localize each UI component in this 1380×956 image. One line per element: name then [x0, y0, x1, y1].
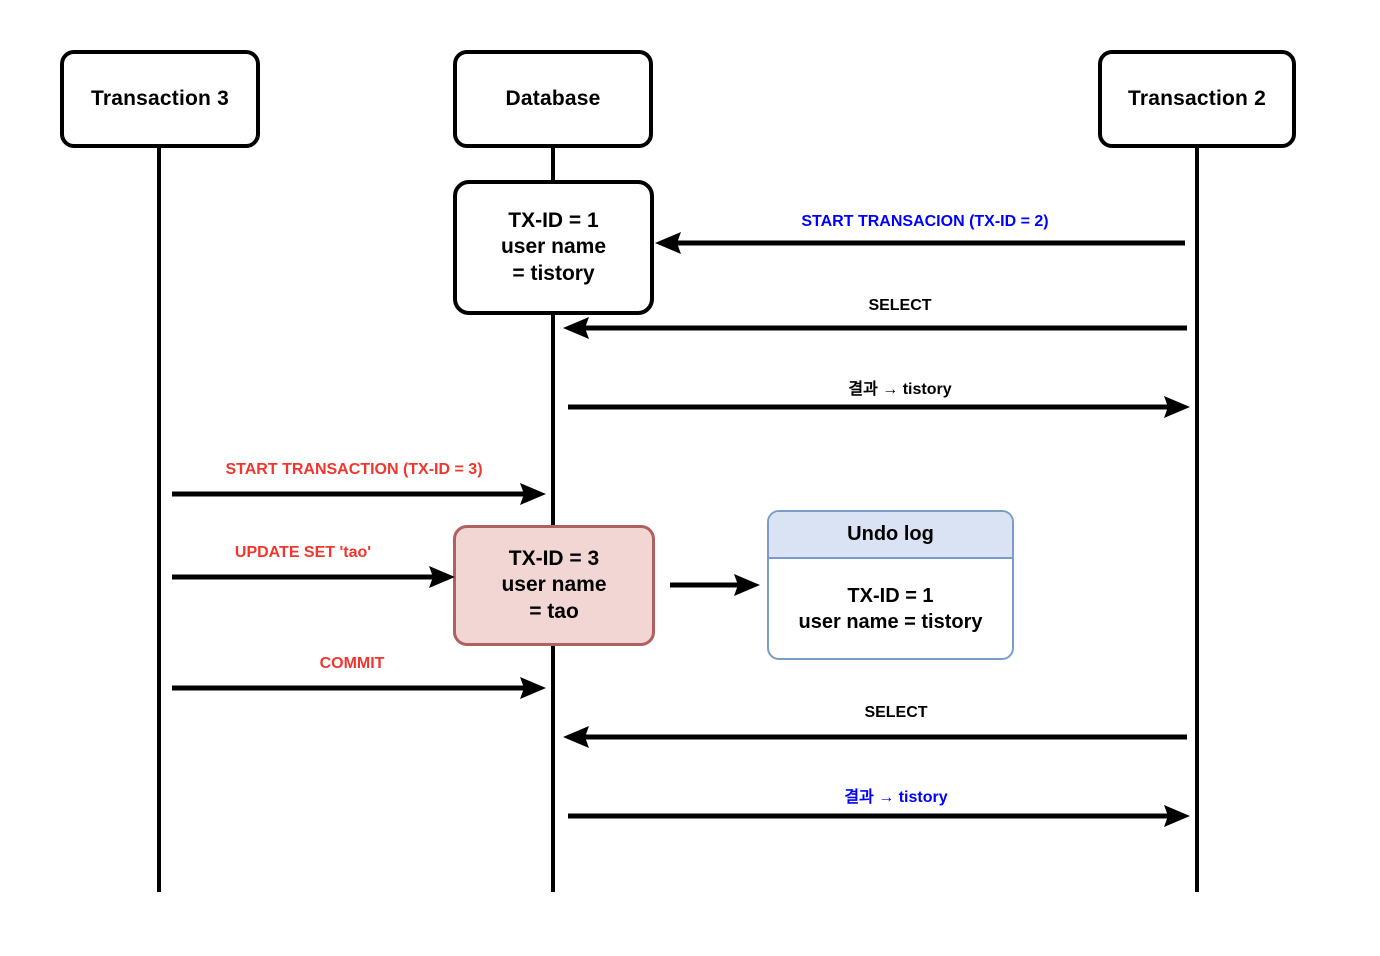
message-label-start-transaction-2: START TRANSACION (TX-ID = 2) — [801, 213, 1049, 230]
participant-database[interactable]: Database — [453, 50, 653, 148]
message-arrow-result-1 — [568, 396, 1190, 418]
participant-label-database: Database — [505, 87, 601, 110]
lifeline-transaction-3 — [157, 146, 161, 892]
lifeline-database — [551, 146, 555, 892]
undo-log-title: Undo log — [847, 523, 934, 545]
message-label-select-2: SELECT — [864, 704, 928, 721]
participant-label-transaction-3: Transaction 3 — [91, 87, 229, 110]
message-label-commit: COMMIT — [319, 655, 385, 672]
message-arrow-select-2 — [563, 726, 1187, 748]
message-arrow-write-undo-log — [670, 574, 760, 596]
undo-log-panel[interactable]: Undo log TX-ID = 1 user name = tistory — [767, 510, 1014, 660]
participant-transaction-3[interactable]: Transaction 3 — [60, 50, 260, 148]
state-box-initial[interactable]: TX-ID = 1 user name = tistory — [453, 180, 654, 315]
state-box-updated[interactable]: TX-ID = 3 user name = tao — [453, 525, 655, 646]
message-arrow-update-set-tao — [172, 566, 455, 588]
state-initial-line-1: TX-ID = 1 — [508, 208, 599, 232]
message-arrow-start-transaction-2 — [655, 232, 1185, 254]
undo-log-body: TX-ID = 1 user name = tistory — [769, 559, 1012, 658]
lifeline-transaction-2 — [1195, 146, 1199, 892]
message-label-start-transaction-3: START TRANSACTION (TX-ID = 3) — [225, 461, 483, 478]
state-initial-line-3: = tistory — [512, 261, 595, 285]
state-updated-line-1: TX-ID = 3 — [508, 546, 600, 570]
undo-log-line-2: user name = tistory — [798, 610, 983, 633]
message-label-select-1: SELECT — [868, 297, 932, 314]
message-label-update-set-tao: UPDATE SET 'tao' — [234, 544, 372, 561]
state-updated-line-2: user name — [501, 573, 607, 597]
message-label-result-2: 결과 → tistory — [844, 789, 948, 806]
participant-transaction-2[interactable]: Transaction 2 — [1098, 50, 1296, 148]
undo-log-line-1: TX-ID = 1 — [847, 584, 934, 607]
message-arrow-start-transaction-3 — [172, 483, 546, 505]
participant-label-transaction-2: Transaction 2 — [1128, 87, 1266, 110]
message-arrow-commit — [172, 677, 546, 699]
message-label-result-1: 결과 → tistory — [848, 381, 952, 398]
undo-log-header: Undo log — [769, 512, 1012, 559]
state-initial-line-2: user name — [500, 235, 607, 259]
state-updated-line-3: = tao — [529, 599, 579, 623]
message-arrow-select-1 — [563, 317, 1187, 339]
message-arrow-result-2 — [568, 805, 1190, 827]
